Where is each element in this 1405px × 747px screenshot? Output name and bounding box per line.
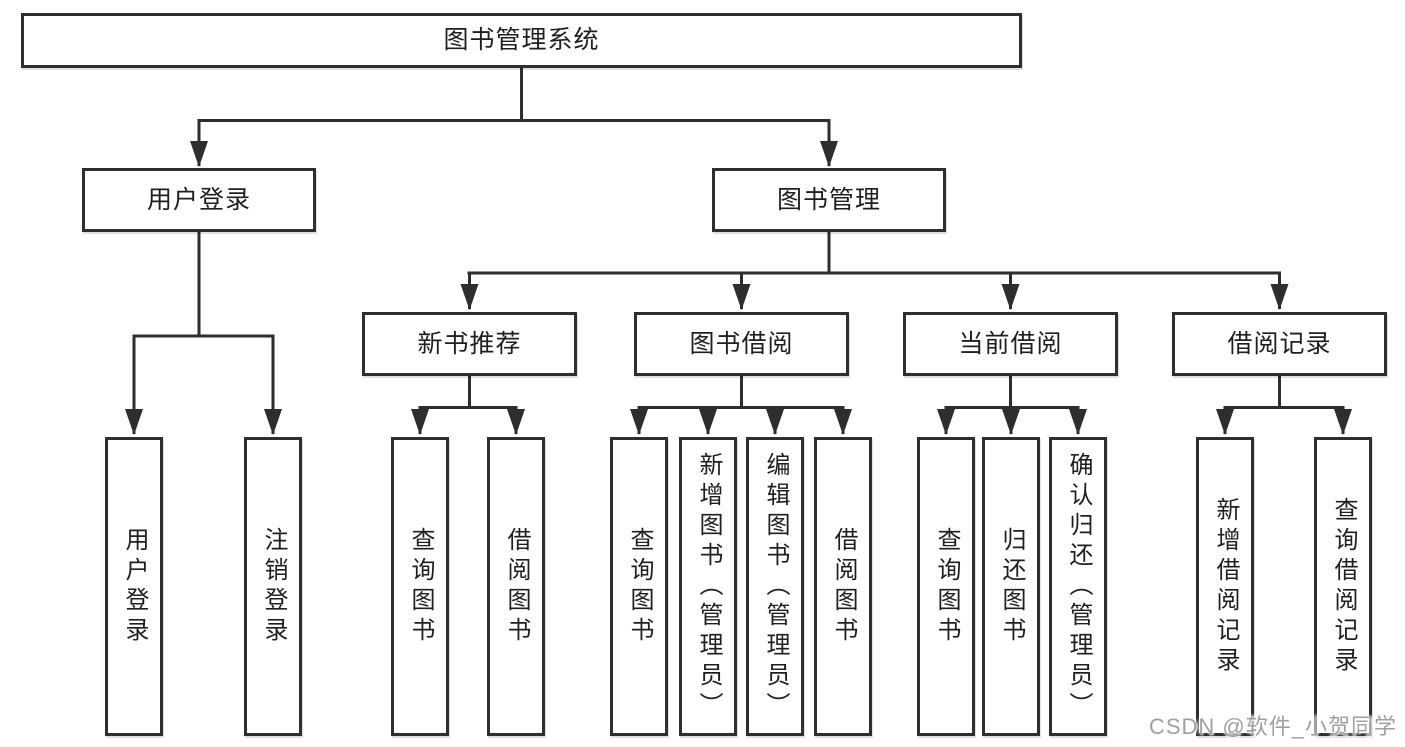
leaf-logout: 注销登录 [244, 437, 302, 736]
leaf-records-query-borrow-record: 查询借阅记录 [1314, 437, 1372, 736]
leaf-user-login: 用户登录 [105, 437, 163, 736]
node-label: 图书借阅 [689, 329, 794, 358]
node-borrow-records: 借阅记录 [1172, 312, 1387, 376]
leaf-label: 注销登录 [260, 526, 287, 647]
leaf-label: 借阅图书 [503, 526, 530, 647]
leaf-label: 用户登录 [121, 526, 148, 647]
node-label: 图书管理 [776, 185, 881, 214]
leaf-label: 归还图书 [998, 526, 1025, 647]
leaf-label: 编辑图书（管理员） [762, 451, 789, 722]
connector-book-mgmt-to-level3 [460, 232, 1289, 310]
leaf-borrowing-add-books-admin: 新增图书（管理员） [679, 437, 737, 736]
leaf-label: 新增图书（管理员） [695, 451, 722, 722]
leaf-current-query-books: 查询图书 [917, 437, 975, 736]
node-label: 用户登录 [146, 185, 251, 214]
node-library-management-system: 图书管理系统 [21, 13, 1022, 68]
leaf-borrowing-borrow-books: 借阅图书 [814, 437, 872, 736]
node-book-management: 图书管理 [712, 168, 946, 232]
leaf-label: 查询图书 [933, 526, 960, 647]
leaf-recommend-query-books: 查询图书 [391, 437, 449, 736]
connector-records-to-leaves [1216, 376, 1352, 435]
node-label: 借阅记录 [1227, 329, 1332, 358]
node-current-borrowing: 当前借阅 [903, 312, 1118, 376]
leaf-current-confirm-return-admin: 确认归还（管理员） [1049, 437, 1107, 736]
leaf-current-return-books: 归还图书 [982, 437, 1040, 736]
leaf-label: 查询图书 [626, 526, 653, 647]
leaf-label: 查询图书 [407, 526, 434, 647]
csdn-watermark: CSDN @软件_小贺同学 [1148, 714, 1397, 739]
connector-recommend-to-leaves [411, 376, 525, 435]
node-user-login: 用户登录 [82, 168, 316, 232]
leaf-borrowing-query-books: 查询图书 [610, 437, 668, 736]
node-book-borrowing: 图书借阅 [634, 312, 849, 376]
leaf-label: 借阅图书 [830, 526, 857, 647]
connector-root-to-level2 [190, 68, 838, 167]
leaf-label: 查询借阅记录 [1330, 496, 1357, 677]
connector-borrowing-to-leaves [630, 376, 852, 435]
node-label: 当前借阅 [958, 329, 1063, 358]
node-new-book-recommend: 新书推荐 [362, 312, 577, 376]
node-label: 图书管理系统 [443, 26, 600, 54]
leaf-records-add-borrow-record: 新增借阅记录 [1196, 437, 1254, 736]
leaf-recommend-borrow-books: 借阅图书 [487, 437, 545, 736]
leaf-label: 新增借阅记录 [1212, 496, 1239, 677]
leaf-label: 确认归还（管理员） [1065, 451, 1092, 722]
connector-current-to-leaves [937, 376, 1087, 435]
leaf-borrowing-edit-books-admin: 编辑图书（管理员） [746, 437, 804, 736]
node-label: 新书推荐 [417, 329, 522, 358]
connector-user-login-to-leaves [125, 232, 282, 435]
